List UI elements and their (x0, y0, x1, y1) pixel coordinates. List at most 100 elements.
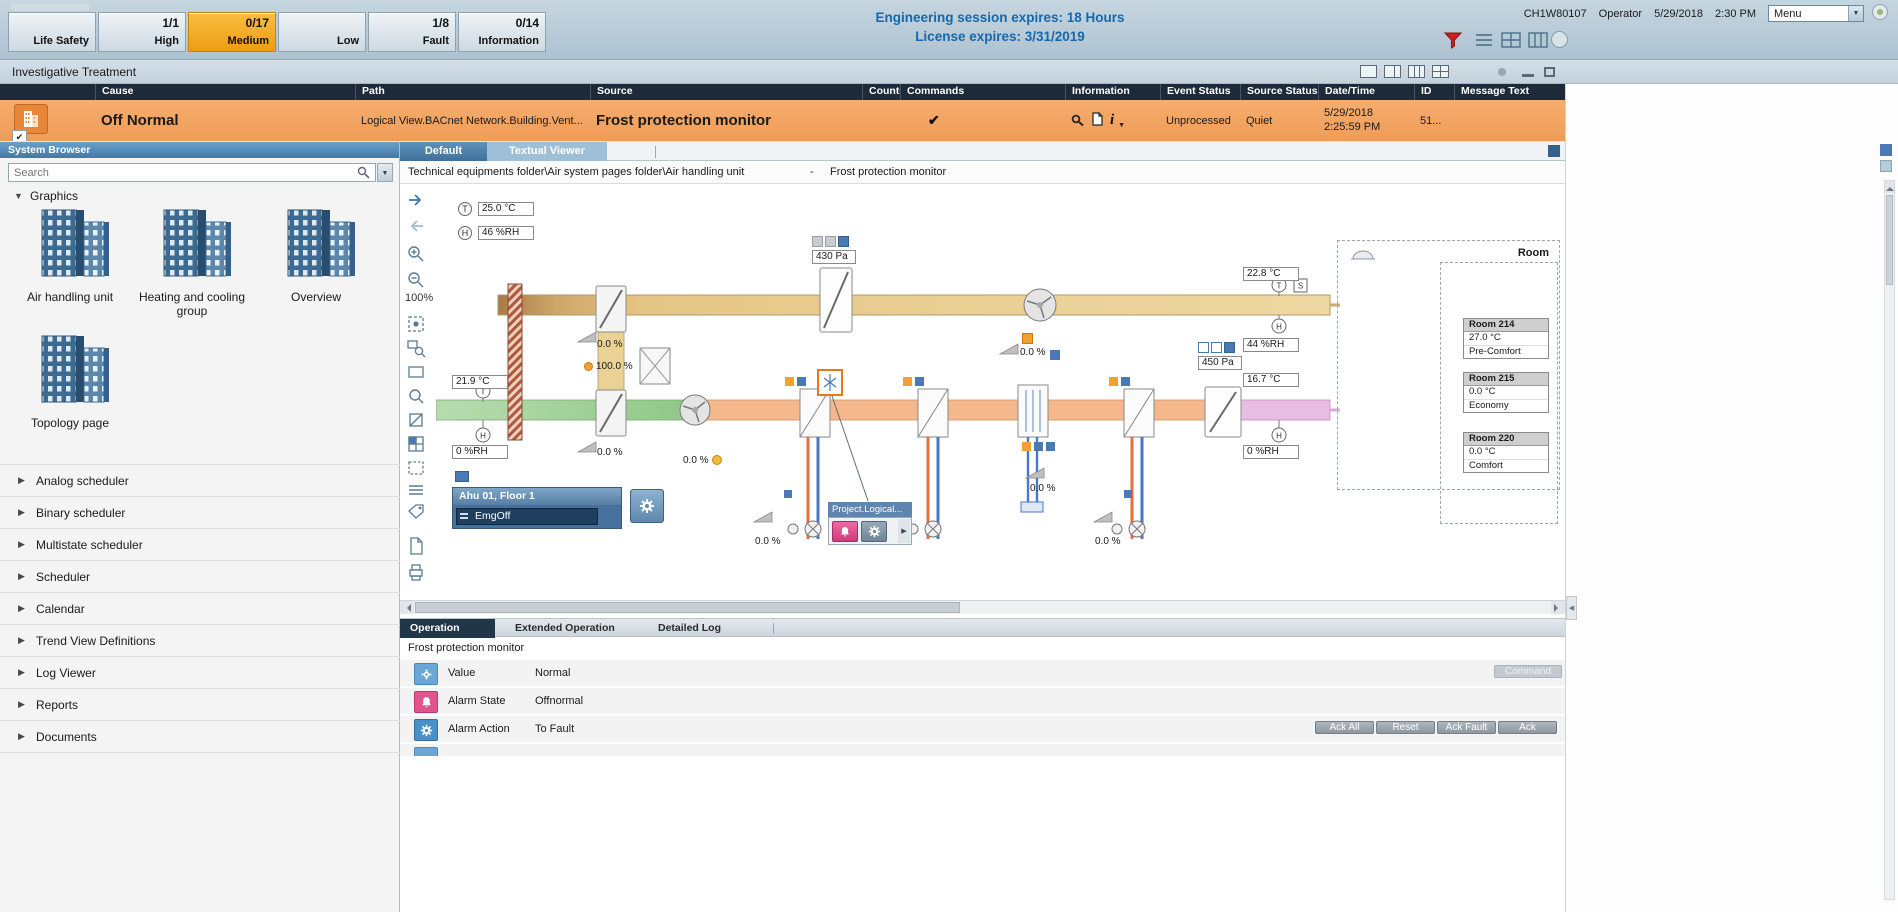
supply-humidity-sensor[interactable]: H (1271, 420, 1287, 443)
graphics-canvas[interactable]: 100% (400, 184, 1565, 600)
print-icon[interactable] (406, 562, 430, 584)
status-circle-icon[interactable] (1551, 31, 1568, 48)
ahu-settings-button[interactable] (630, 489, 664, 523)
split-view-icon[interactable] (1527, 30, 1549, 50)
info-icon[interactable]: i (1110, 112, 1115, 128)
room-card-220[interactable]: Room 220 0.0 °C Comfort (1463, 432, 1549, 473)
column-header-source-status[interactable]: Source Status (1240, 84, 1318, 100)
pane-toggle-icon[interactable] (1548, 145, 1560, 157)
property-row-value[interactable]: Value Normal Command (400, 660, 1565, 688)
tree-item-scheduler[interactable]: ▶Scheduler (0, 560, 400, 592)
expand-icon[interactable]: ▶ (18, 731, 25, 741)
column-header-path[interactable]: Path (355, 84, 590, 100)
command-button[interactable]: Command (1494, 665, 1562, 678)
column-header-event-status[interactable]: Event Status (1160, 84, 1240, 100)
damper-recirc-top[interactable] (595, 285, 627, 333)
value-duct-pressure-supply[interactable]: 450 Pa (1198, 356, 1242, 370)
tree-item-calendar[interactable]: ▶Calendar (0, 592, 400, 624)
view-icon[interactable] (455, 471, 469, 482)
alarm-button[interactable] (832, 521, 858, 542)
room-card-215[interactable]: Room 215 0.0 °C Economy (1463, 372, 1549, 413)
layout-two-pane-icon[interactable] (1384, 65, 1401, 78)
column-header-id[interactable]: ID (1414, 84, 1454, 100)
nav-forward-icon[interactable] (406, 190, 430, 212)
zoom-window-icon[interactable] (406, 338, 430, 360)
value-outdoor-humidity[interactable]: 46 %RH (478, 226, 534, 240)
tree-item-binary-scheduler[interactable]: ▶Binary scheduler (0, 496, 400, 528)
column-header-commands[interactable]: Commands (900, 84, 1065, 100)
expand-icon[interactable]: ▶ (18, 571, 25, 581)
heating-valve[interactable] (787, 520, 822, 538)
tree-item-log-viewer[interactable]: ▶Log Viewer (0, 656, 400, 688)
search-input[interactable] (8, 163, 376, 182)
dropdown-arrow-icon[interactable]: ▼ (1848, 6, 1863, 21)
tab-extended-operation[interactable]: Extended Operation (515, 622, 615, 634)
ack-fault-button[interactable]: Ack Fault (1437, 721, 1496, 734)
scroll-thumb[interactable] (415, 602, 960, 613)
maximize-icon[interactable] (1544, 67, 1555, 77)
value-duct-pressure-extract[interactable]: 430 Pa (812, 250, 856, 264)
value-damper-recirculation[interactable]: 100.0 % (596, 361, 633, 372)
frost-protection-monitor[interactable] (817, 369, 843, 396)
tree-item-multistate-scheduler[interactable]: ▶Multistate scheduler (0, 528, 400, 560)
value-damper-intake[interactable]: 0.0 % (597, 447, 623, 458)
event-list-icon[interactable] (1473, 30, 1495, 50)
ack-button[interactable]: Ack (1498, 721, 1557, 734)
collapse-icon[interactable]: ▼ (14, 191, 23, 201)
selection-icon[interactable] (406, 362, 430, 384)
graphics-item-air-handling-unit[interactable]: Air handling unit (12, 208, 128, 304)
column-header-cause[interactable]: Cause (95, 84, 355, 100)
alarm-category-life-safety[interactable]: Life Safety (8, 12, 96, 52)
pin-icon[interactable] (1498, 68, 1506, 76)
column-header-counter[interactable]: Counter (862, 84, 900, 100)
reset-button[interactable]: Reset (1376, 721, 1435, 734)
ahu-mode-field[interactable]: EmgOff (456, 508, 598, 525)
expand-icon[interactable]: ▶ (18, 667, 25, 677)
tree-item-reports[interactable]: ▶Reports (0, 688, 400, 720)
damper-supply-end[interactable] (1204, 386, 1242, 438)
alarm-row[interactable]: ✔ Off Normal Logical View.BACnet Network… (0, 100, 1565, 142)
search-dropdown-button[interactable]: ▼ (377, 163, 393, 182)
value-extract-humidity[interactable]: 44 %RH (1243, 338, 1299, 352)
alarm-commands-cell[interactable]: ✔ (900, 100, 1065, 141)
investigate-icon[interactable] (1071, 113, 1085, 129)
resize-icon[interactable] (406, 410, 430, 432)
value-extract-temp[interactable]: 22.8 °C (1243, 267, 1299, 281)
canvas-h-scrollbar[interactable] (400, 600, 1565, 614)
breadcrumb-path[interactable]: Technical equipments folder\Air system p… (408, 166, 745, 178)
value-outdoor-temp[interactable]: 25.0 °C (478, 202, 534, 216)
heating-coil[interactable] (799, 388, 831, 438)
tooltip-expand-button[interactable]: ▶ (898, 519, 910, 543)
filter-icon[interactable] (1443, 30, 1465, 50)
expand-icon[interactable]: ▶ (18, 603, 25, 613)
heat-recovery-unit[interactable] (639, 347, 671, 385)
cooling-valve[interactable] (907, 520, 942, 538)
tree-item-analog-scheduler[interactable]: ▶Analog scheduler (0, 464, 400, 496)
property-row-alarm-action[interactable]: Alarm Action To Fault Ack All Reset Ack … (400, 716, 1565, 744)
smoke-sensor[interactable]: S (1293, 278, 1308, 293)
pane-icon-primary[interactable] (1880, 144, 1892, 156)
expand-icon[interactable]: ▶ (18, 507, 25, 517)
graphics-item-heating-cooling-group[interactable]: Heating and cooling group (134, 208, 250, 318)
column-header-message-text[interactable]: Message Text (1454, 84, 1565, 100)
column-header-information[interactable]: Information (1065, 84, 1160, 100)
tag-icon[interactable] (406, 502, 430, 524)
cooling-coil[interactable] (917, 388, 949, 438)
value-supply-fan-speed[interactable]: 0.0 % (683, 455, 709, 466)
value-supply-humidity[interactable]: 0 %RH (1243, 445, 1299, 459)
value-heating-valve[interactable]: 0.0 % (755, 536, 781, 547)
value-extract-fan-speed[interactable]: 0.0 % (1020, 347, 1046, 358)
zoom-out-icon[interactable] (406, 270, 430, 292)
value-intake-temp[interactable]: 21.9 °C (452, 375, 508, 389)
expand-icon[interactable]: ▶ (18, 635, 25, 645)
list-icon[interactable] (406, 480, 430, 502)
damper-extract[interactable] (819, 267, 853, 333)
tree-item-documents[interactable]: ▶Documents (0, 720, 400, 752)
intake-humidity-sensor[interactable]: H (475, 420, 491, 443)
humidifier[interactable] (1017, 384, 1049, 438)
scroll-left-button[interactable] (400, 601, 414, 614)
property-row-alarm-state[interactable]: Alarm State Offnormal (400, 688, 1565, 716)
air-filter[interactable] (507, 283, 523, 441)
